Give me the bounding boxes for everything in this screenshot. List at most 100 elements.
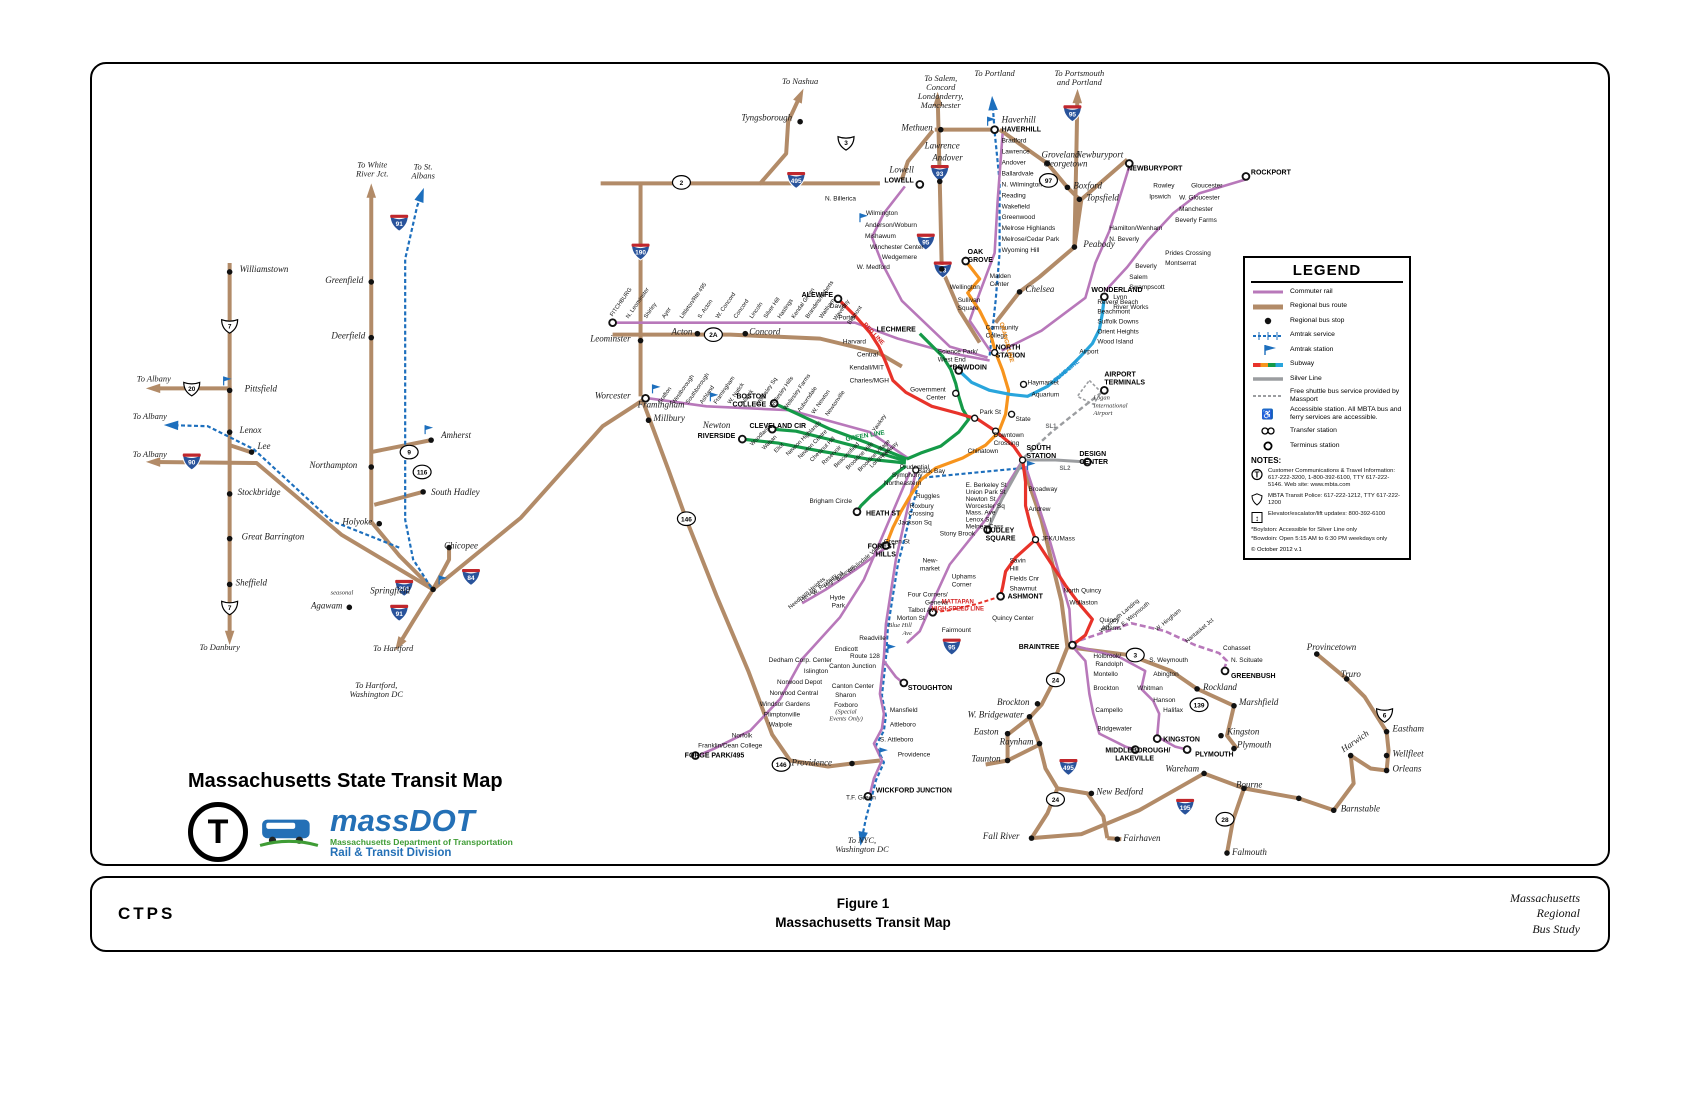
terminus-station [1083,457,1092,467]
legend-item: Regional bus route [1251,301,1403,313]
map-label: Washington DC [349,689,403,699]
svg-text:T: T [1255,470,1260,479]
legend-item-label: Subway [1290,360,1315,368]
map-label: market [920,565,940,572]
bus-stop [1231,703,1237,709]
map-label: Stony Brook [940,531,976,538]
map-label: Fields Cnr [1010,575,1040,582]
amtrak-sta-icon [1264,345,1276,355]
route-shield: 291 [394,579,414,597]
map-label: Shirley [643,302,658,320]
map-label: Community [986,325,1020,332]
terminus-station [996,592,1005,601]
map-label: Jackson Sq [898,520,932,527]
route-line [373,489,424,507]
route-shield: 95 [942,638,962,656]
bus-stop [797,118,803,125]
map-label: Foxboro [834,702,858,709]
map-label: COLLEGE [732,401,766,408]
route-shield: 495 [786,171,806,189]
map-label: To St. [414,161,433,171]
map-label: Williamstown [240,264,289,274]
map-label: Bridgewater [1097,726,1132,733]
route-shield: 495 [1058,759,1078,777]
map-label: Harvard [843,339,866,346]
route-shield: 28 [1215,811,1235,827]
amtrak-station-flag [987,116,996,122]
map-label: Topsfield [1086,192,1119,202]
bus-stop [446,544,452,551]
direction-arrow [858,830,868,846]
map-label: South Hadley [431,487,480,497]
amtrak-station-flag [439,575,448,581]
amtrak-station-flag [859,213,868,219]
elevator-icon: ↕ [1251,511,1263,523]
direction-arrow [145,383,161,394]
bus-stop [1218,732,1224,739]
legend-item: Amtrak station [1251,344,1403,356]
map-label: Walpole [769,722,793,729]
direction-arrow [1072,88,1083,104]
route-line [431,398,644,591]
bus-stop [346,604,353,611]
map-label: Beachmont [1097,309,1130,316]
map-label: RIVERSIDE [698,433,736,440]
amtrak-station-flag [887,644,896,650]
terminus-station [1241,172,1251,181]
bus-stop [226,429,233,435]
route-line [600,95,802,186]
map-label: Logan [1092,394,1110,401]
map-label: seasonal [331,589,354,596]
map-label: Methuen [900,123,933,133]
terminus-station [928,607,938,617]
bus-stop [1383,767,1390,774]
map-label: CLEVELAND CIR [750,423,807,430]
subway-icon [1253,362,1283,367]
map-label: LAKEVILLE [1115,756,1154,763]
map-label: STATION [996,353,1026,360]
direction-arrow [933,91,943,107]
map-label: To Hartford, [355,680,397,690]
map-label: Quincy Center [992,615,1034,622]
route-shield-number: 28 [1221,817,1229,824]
map-label: Windsor Gardens [760,701,810,708]
map-label: Lynn [1113,294,1127,301]
terminus-station [833,294,843,304]
map-label: Groveland [1041,150,1080,160]
map-label: Barnstable [1341,803,1380,813]
map-label: Easton [973,727,999,737]
map-label: Ipswich [1149,193,1171,200]
map-label: HIGH-SPEED LINE [931,606,983,612]
map-label: Mass. Ave [966,510,996,517]
map-label: NORTH [996,345,1021,352]
map-label: W. Hingham [1155,608,1183,633]
map-label: Orleans [1393,763,1422,773]
map-label: Ruggles [916,493,940,500]
map-label: W. Medford [857,264,891,271]
map-label: BRAINTREE [1019,644,1060,651]
map-label: T.F. Green [846,794,876,801]
map-label: Lincoln [749,301,764,319]
route-line [994,158,1129,324]
bus-stop [1383,752,1390,759]
map-label: Orient Heights [1097,329,1138,336]
bus-stop [376,520,383,527]
bus-stop [1028,835,1035,841]
legend-item-label: Terminus station [1290,441,1340,449]
map-label: Center [990,281,1010,288]
map-label: Brockton [1093,685,1119,692]
terminus-station [990,125,999,134]
bus-stop [1064,184,1071,191]
busstop-icon [1264,317,1272,325]
bus-stop [936,178,943,185]
map-label: To Albany [133,449,167,459]
map-label: Anderson/Woburn [865,222,917,229]
map-label: Chinatown [968,448,999,455]
map-label: Readville [859,635,886,642]
map-label: Wareham [1165,763,1199,773]
map-title: Massachusetts State Transit Map [188,770,503,792]
map-label: FORGE PARK/495 [685,753,745,760]
map-label: *BOWDOIN [950,364,987,371]
map-label: Londonderry, [917,91,964,101]
map-label: E. Berkeley St [966,482,1007,489]
